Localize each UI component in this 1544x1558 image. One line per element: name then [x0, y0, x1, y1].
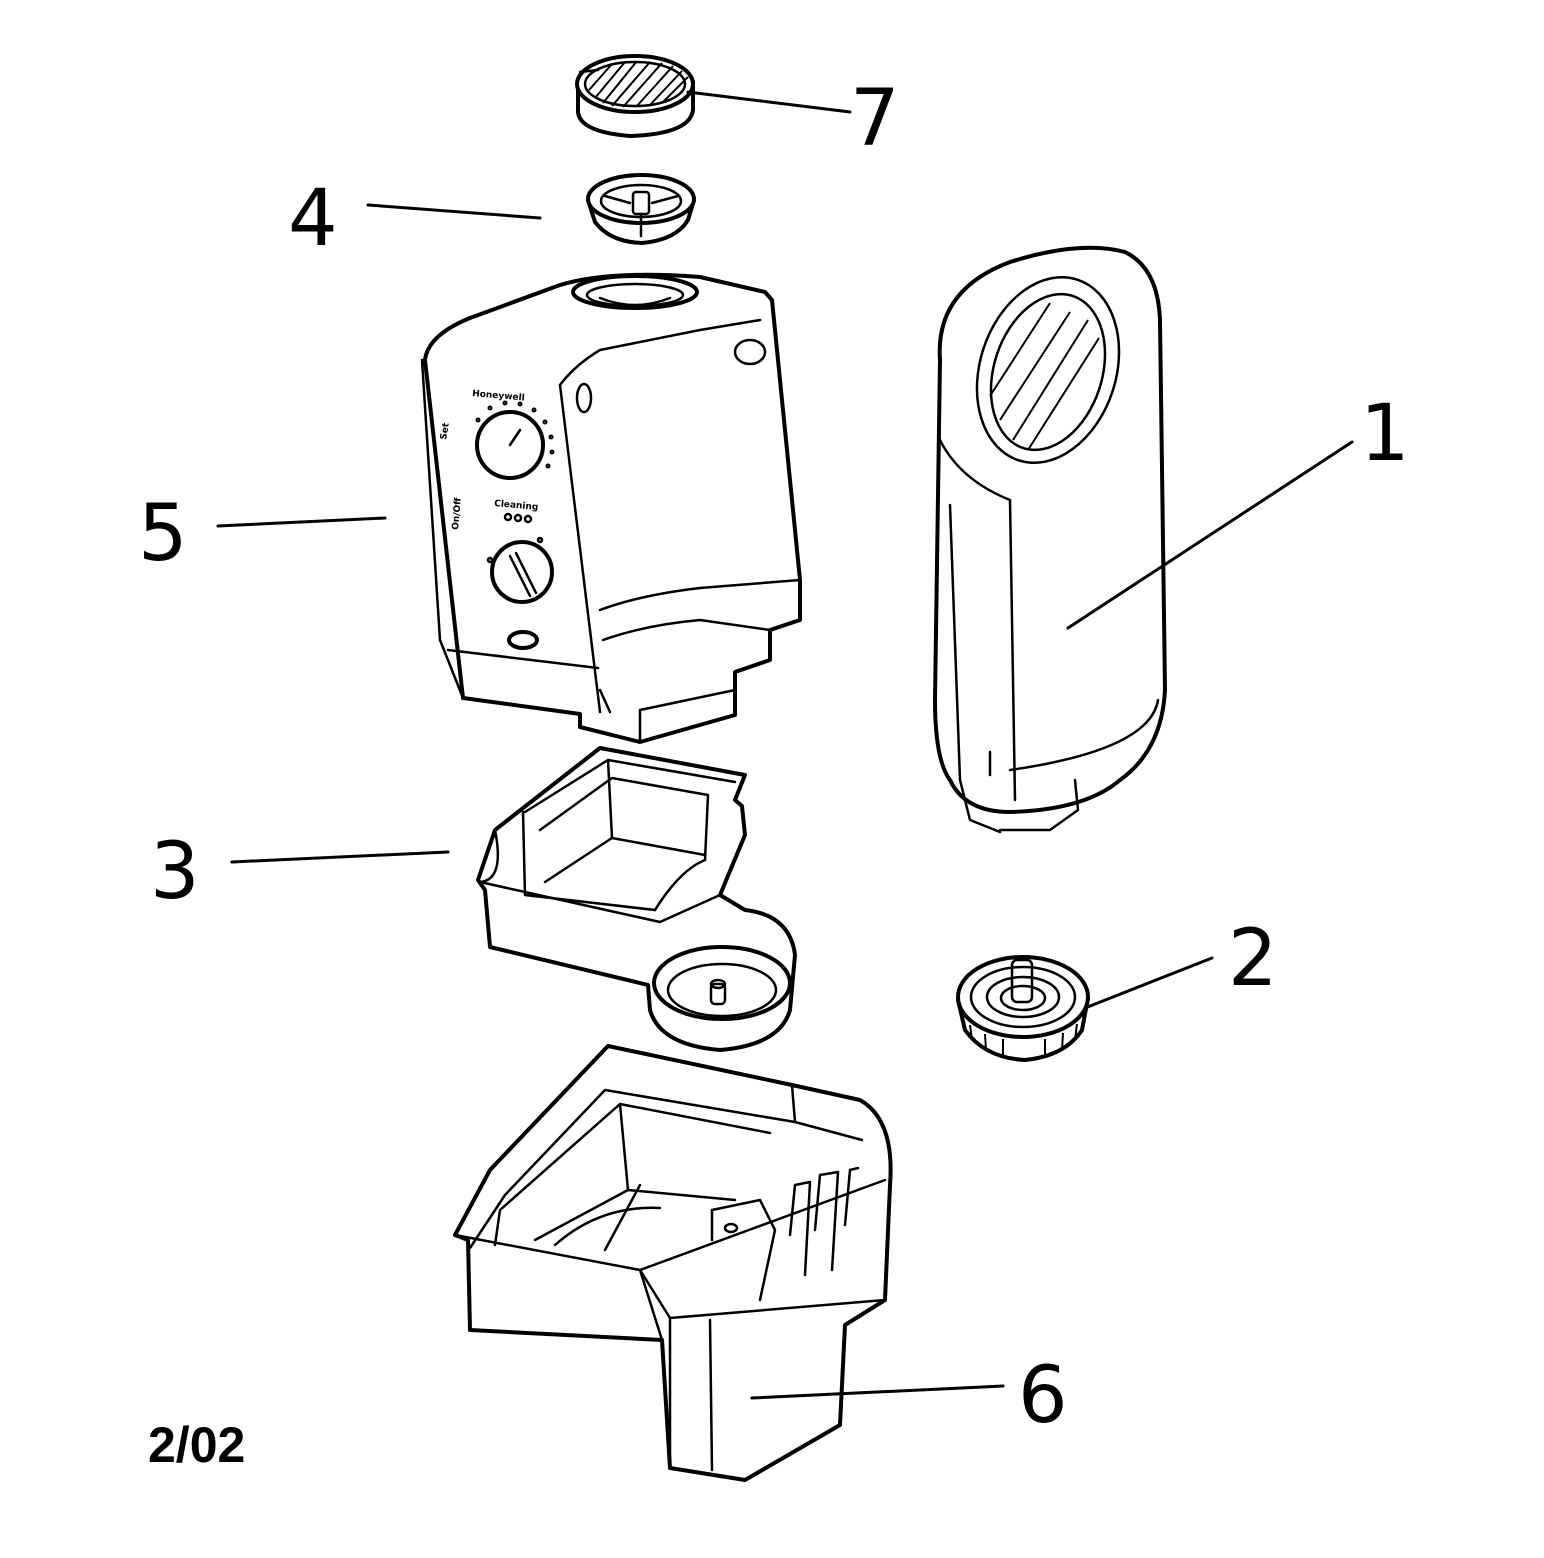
leader-4 [366, 203, 542, 220]
leader-5 [216, 516, 387, 528]
housing-cleaning-label: Cleaning [494, 499, 539, 513]
leader-lines [216, 90, 1354, 1400]
housing-power-label: On/Off [451, 497, 464, 531]
part-top-cap-drawing [586, 173, 696, 245]
leader-7 [686, 90, 852, 114]
callout-5: 5 [138, 489, 188, 579]
callout-labels: 1 2 3 4 5 6 7 [138, 74, 1410, 1441]
housing-brand-label: Honeywell [472, 389, 525, 404]
callout-2: 2 [1228, 914, 1278, 1004]
part-water-tray-drawing [476, 746, 797, 1052]
leader-3 [230, 850, 450, 864]
callout-1: 1 [1360, 389, 1410, 479]
callout-3: 3 [150, 827, 200, 917]
leader-6 [750, 1384, 1005, 1400]
callout-7: 7 [850, 74, 900, 164]
callout-6: 6 [1018, 1351, 1068, 1441]
part-tank-drawing [933, 245, 1167, 834]
part-control-housing-drawing: Honeywell Set Cleaning On/Off [420, 272, 802, 744]
callout-4: 4 [288, 174, 338, 264]
housing-set-label: Set [439, 421, 452, 440]
date-code: 2/02 [148, 1417, 245, 1473]
leader-2 [1083, 956, 1214, 1010]
leader-1 [1066, 440, 1354, 630]
part-filter-drawing [575, 54, 695, 138]
part-tank-cap-drawing [956, 955, 1090, 1062]
part-base-drawing [453, 1044, 893, 1482]
